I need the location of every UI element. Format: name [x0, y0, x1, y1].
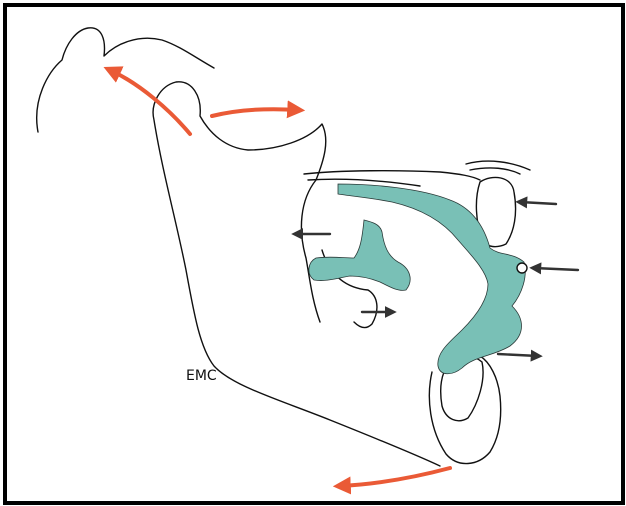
artist-signature: EMC: [186, 368, 217, 384]
attachment-button: [517, 263, 527, 273]
button-arrow: [534, 268, 578, 270]
upper-incisor-arrow: [520, 202, 556, 204]
lower-incisor-arrow: [498, 354, 538, 356]
chin-arrow: [340, 468, 450, 486]
upper-lip-line: [466, 161, 530, 174]
condyle-arrow: [110, 70, 190, 134]
coronoid-arrow: [212, 109, 298, 116]
